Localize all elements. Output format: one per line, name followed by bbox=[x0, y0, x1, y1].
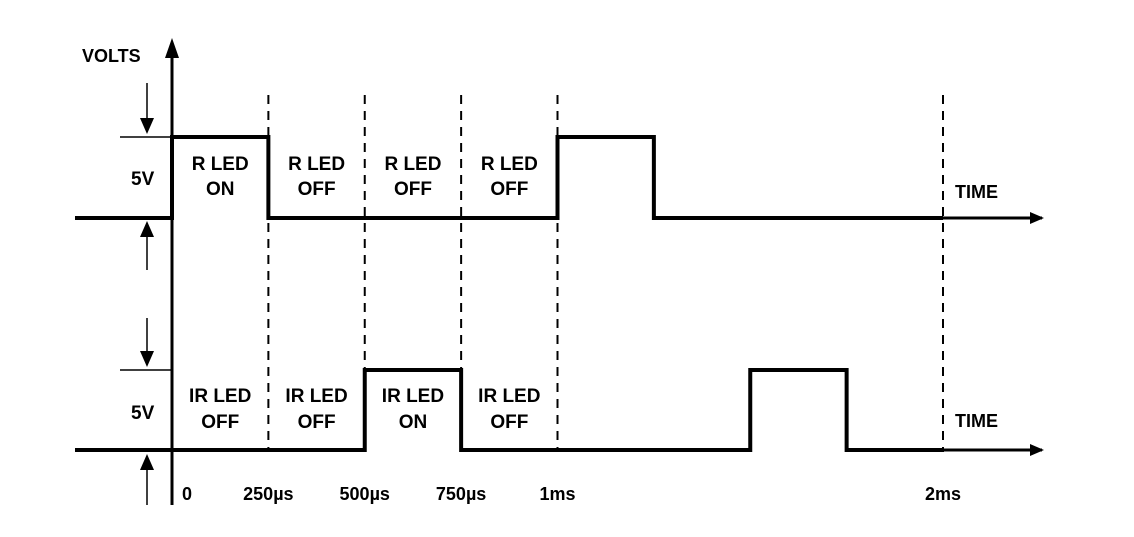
tick-label: 500µs bbox=[340, 484, 390, 504]
slot-label-state: OFF bbox=[298, 412, 336, 433]
slot-label-state: ON bbox=[206, 179, 235, 200]
level-indicator-bottom: 5V bbox=[120, 318, 172, 505]
ir-led-waveform bbox=[75, 368, 943, 452]
slot-label-state: OFF bbox=[298, 179, 336, 200]
level-label-bottom: 5V bbox=[131, 403, 155, 424]
slot-label-name: IR LED bbox=[478, 386, 540, 407]
slot-label-name: R LED bbox=[384, 154, 441, 175]
tick-label: 1ms bbox=[539, 484, 575, 504]
slot-label-state: OFF bbox=[394, 179, 432, 200]
time-label-top: TIME bbox=[955, 182, 998, 202]
slot-label-name: IR LED bbox=[189, 386, 251, 407]
slot-label-state: OFF bbox=[490, 412, 528, 433]
volts-axis-arrowhead bbox=[165, 38, 179, 58]
time-markers bbox=[267, 95, 944, 452]
slot-label-name: R LED bbox=[481, 154, 538, 175]
level-label-top: 5V bbox=[131, 169, 155, 190]
time-label-bottom: TIME bbox=[955, 411, 998, 431]
slot-label-name: R LED bbox=[192, 154, 249, 175]
volts-axis-label: VOLTS bbox=[82, 46, 141, 66]
tick-label: 250µs bbox=[243, 484, 293, 504]
slot-labels: R LED ON R LED OFF R LED OFF R LED OFF IR LED OFF… bbox=[189, 154, 540, 433]
level-indicator-top: 5V bbox=[120, 83, 172, 270]
slot-label-name: IR LED bbox=[285, 386, 347, 407]
slot-label-state: OFF bbox=[201, 412, 239, 433]
slot-label-name: R LED bbox=[288, 154, 345, 175]
slot-label-name: IR LED bbox=[382, 386, 444, 407]
tick-label: 0 bbox=[182, 484, 192, 504]
slot-label-state: OFF bbox=[490, 179, 528, 200]
slot-label-state: ON bbox=[399, 412, 428, 433]
tick-label: 750µs bbox=[436, 484, 486, 504]
tick-label: 2ms bbox=[925, 484, 961, 504]
tick-labels: 0 250µs 500µs 750µs 1ms 2ms bbox=[182, 484, 961, 504]
r-led-waveform bbox=[75, 135, 943, 220]
